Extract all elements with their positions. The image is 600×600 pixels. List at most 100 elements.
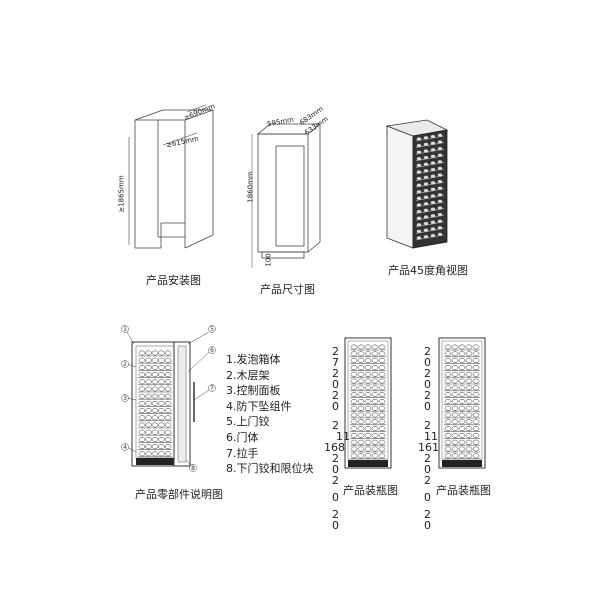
bottle-mark [437,133,443,138]
bottle-mark [472,392,480,398]
count-digit: 0 [424,400,431,413]
bottle-mark [437,179,443,184]
count-digit: 0 [424,463,431,476]
bottle-mark [472,371,480,377]
count-digit: 11 [424,430,438,443]
bottle-mark [444,392,452,398]
bottle-mark [151,429,159,435]
bottle-mark [378,392,386,398]
bottle-mark [371,351,379,357]
count-digit: 0 [332,378,339,391]
bottle-mark [423,149,429,153]
bottle-mark [437,226,443,230]
bottle-mark [357,419,365,425]
count-digit: 0 [424,491,431,504]
bottle-mark [350,364,358,370]
bottle-mark [472,405,480,411]
bottle-mark [437,160,443,164]
bottle-mark [444,419,452,425]
bottle-mark [430,167,436,172]
bottle-mark [451,398,459,404]
bottle-mark [350,419,358,425]
bottle-mark [423,188,429,193]
bottle-mark [458,392,466,398]
bottle-mark [451,405,459,411]
callout-2: 2 [123,361,127,368]
bottle-mark [378,378,386,384]
bottle-mark [458,344,466,350]
bottle-mark [465,412,473,418]
bottle-mark [378,344,386,350]
bottle-mark [364,371,372,377]
count-digit: 0 [332,491,339,504]
bottle-mark [364,453,372,459]
bottle-mark [350,392,358,398]
bottle-mark [164,408,172,414]
bottle-mark [164,393,172,399]
bottle-mark [430,220,436,225]
bottle-mark [350,412,358,418]
bottle-mark [138,436,146,442]
bottle-mark [371,419,379,425]
bottle-mark [151,350,159,356]
bottle-mark [371,378,379,384]
bottle-mark [138,393,146,399]
bottle-mark [158,372,165,378]
bottle-mark [138,379,146,385]
bottle-mark [151,444,159,450]
bottle-mark [451,453,459,459]
installation-figure [128,105,214,249]
bottle-mark [145,357,152,363]
count-digit: 2 [332,452,339,465]
bottle-mark [364,432,372,438]
bottle-mark [357,412,365,418]
bottle-mark [145,350,152,356]
bottle-mark [416,223,422,227]
bottle-mark [145,415,152,421]
count-digit: 0 [332,463,339,476]
bottle-mark [451,351,459,357]
bottle-mark [430,134,436,139]
bottle-mark [451,439,459,445]
bottle-mark [350,344,358,350]
bottle-mark [371,412,379,418]
bottle-mark [444,439,452,445]
parts-list-item: 8.下门铰和限位块 [226,462,314,476]
bottle-mark [423,182,429,186]
bottle-mark [451,378,459,384]
bottle-mark [357,344,365,350]
count-digit: 2 [424,508,431,521]
bottle-mark [378,439,386,445]
bottle-mark [437,206,443,210]
bottle-mark [158,364,165,370]
bottle-mark [151,415,159,421]
bottle-mark [164,444,172,450]
bottle-mark [371,385,379,391]
bottle-mark [472,446,480,452]
bottle-mark [451,419,459,425]
bottle-mark [158,444,165,450]
bottle-mark [423,175,429,180]
callout-7: 7 [210,385,214,392]
bottle-mark [451,344,459,350]
bottle-mark [423,155,429,160]
bottle-mark [364,385,372,391]
bottle-mark [416,170,422,174]
bottle-mark [151,400,159,406]
bottle-mark [378,358,386,364]
bottle-mark [416,150,422,154]
bottle-mark [151,357,159,363]
bottle-mark [416,209,422,214]
bottle-mark [371,432,379,438]
bottle-mark [416,176,422,181]
bottle-mark [465,385,473,391]
bottle-mark [357,371,365,377]
bottle-mark [472,378,480,384]
bottle-mark [350,405,358,411]
bottle-mark [350,432,358,438]
bottle-mark [145,451,152,457]
bottle-mark [378,351,386,357]
bottle-mark [371,392,379,398]
count-digit: 2 [332,474,339,487]
bottle-mark [458,398,466,404]
